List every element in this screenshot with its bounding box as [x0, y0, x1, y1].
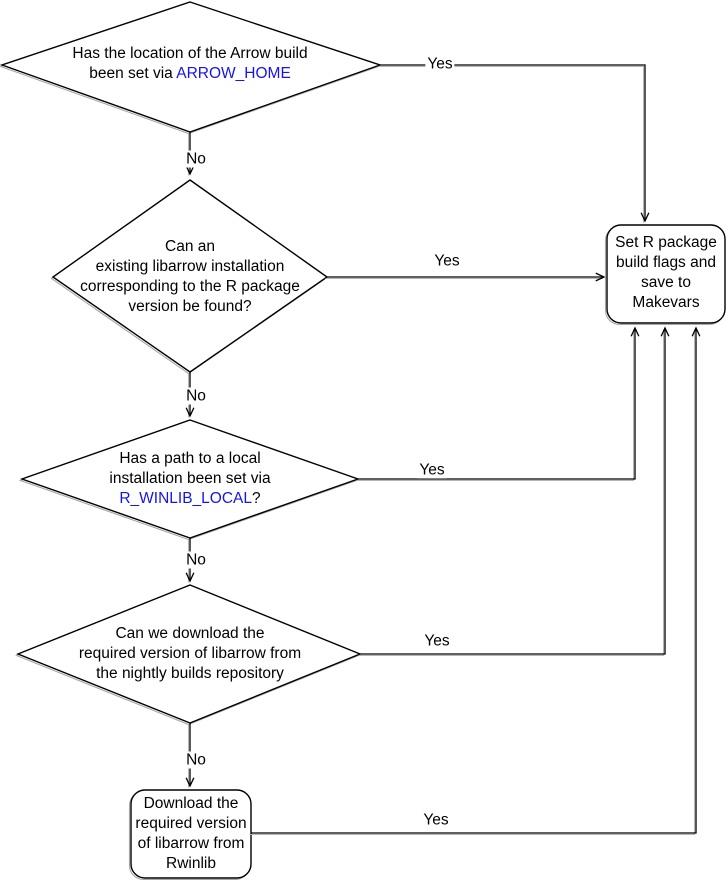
label-line: installation been set via [109, 470, 271, 487]
label-line: the nightly builds repository [96, 665, 284, 682]
edge-rwinlib-yes [251, 326, 701, 834]
box-set-flags-shape [606, 224, 726, 324]
edge-label-nightly-no: No [184, 751, 208, 769]
label-line: required version of libarrow from [78, 645, 302, 662]
edge-nightly-yes [360, 326, 670, 655]
diamond-nightly-label: Can we download the required version of … [79, 624, 301, 684]
edge-label-winlib-local-yes: Yes [417, 461, 447, 479]
edge-winlib-local-yes [358, 326, 640, 480]
label-line: Set R package [615, 234, 717, 251]
env-var-r-winlib-local: R_WINLIB_LOCAL [119, 490, 253, 507]
label-line: Can an [165, 238, 215, 255]
label-line: Rwinlib [166, 855, 216, 872]
label-line: been set via ARROW_HOME [89, 65, 291, 82]
edge-label-rwinlib-yes: Yes [421, 811, 451, 829]
label-line: Has a path to a local [119, 450, 261, 467]
edge-label-winlib-local-no: No [184, 551, 208, 569]
label-line: R_WINLIB_LOCAL? [119, 490, 261, 507]
diamond-existing-install-label: Can an existing libarrow installation co… [80, 237, 300, 317]
label-line: Download the [143, 795, 239, 812]
label-line: required version [135, 815, 247, 832]
label-line: Has the location of the Arrow build [72, 45, 308, 62]
edge-label-arrow-home-yes: Yes [425, 55, 455, 73]
label-line: build flags and [616, 254, 716, 271]
env-var-arrow-home: ARROW_HOME [176, 65, 291, 82]
label-line: corresponding to the R package [80, 278, 300, 295]
box-set-flags-label: Set R package build flags and save to Ma… [615, 233, 717, 313]
edge-label-existing-install-yes: Yes [432, 252, 462, 270]
edge-label-nightly-yes: Yes [422, 632, 452, 650]
edge-arrow-home-yes [380, 64, 650, 223]
box-rwinlib-label: Download the required version of libarro… [135, 794, 246, 874]
diamond-winlib-local-label: Has a path to a local installation been … [109, 449, 270, 509]
label-line: save to [641, 274, 691, 291]
label-line: existing libarrow installation [95, 258, 285, 275]
label-line: Can we download the [115, 625, 265, 642]
label-line: of libarrow from [137, 835, 245, 852]
label-line: Makevars [632, 294, 700, 311]
edge-label-arrow-home-no: No [184, 150, 208, 168]
label-line: version be found? [128, 298, 252, 315]
diamond-arrow-home-label: Has the location of the Arrow build been… [72, 44, 307, 84]
edge-label-existing-install-no: No [184, 387, 208, 405]
